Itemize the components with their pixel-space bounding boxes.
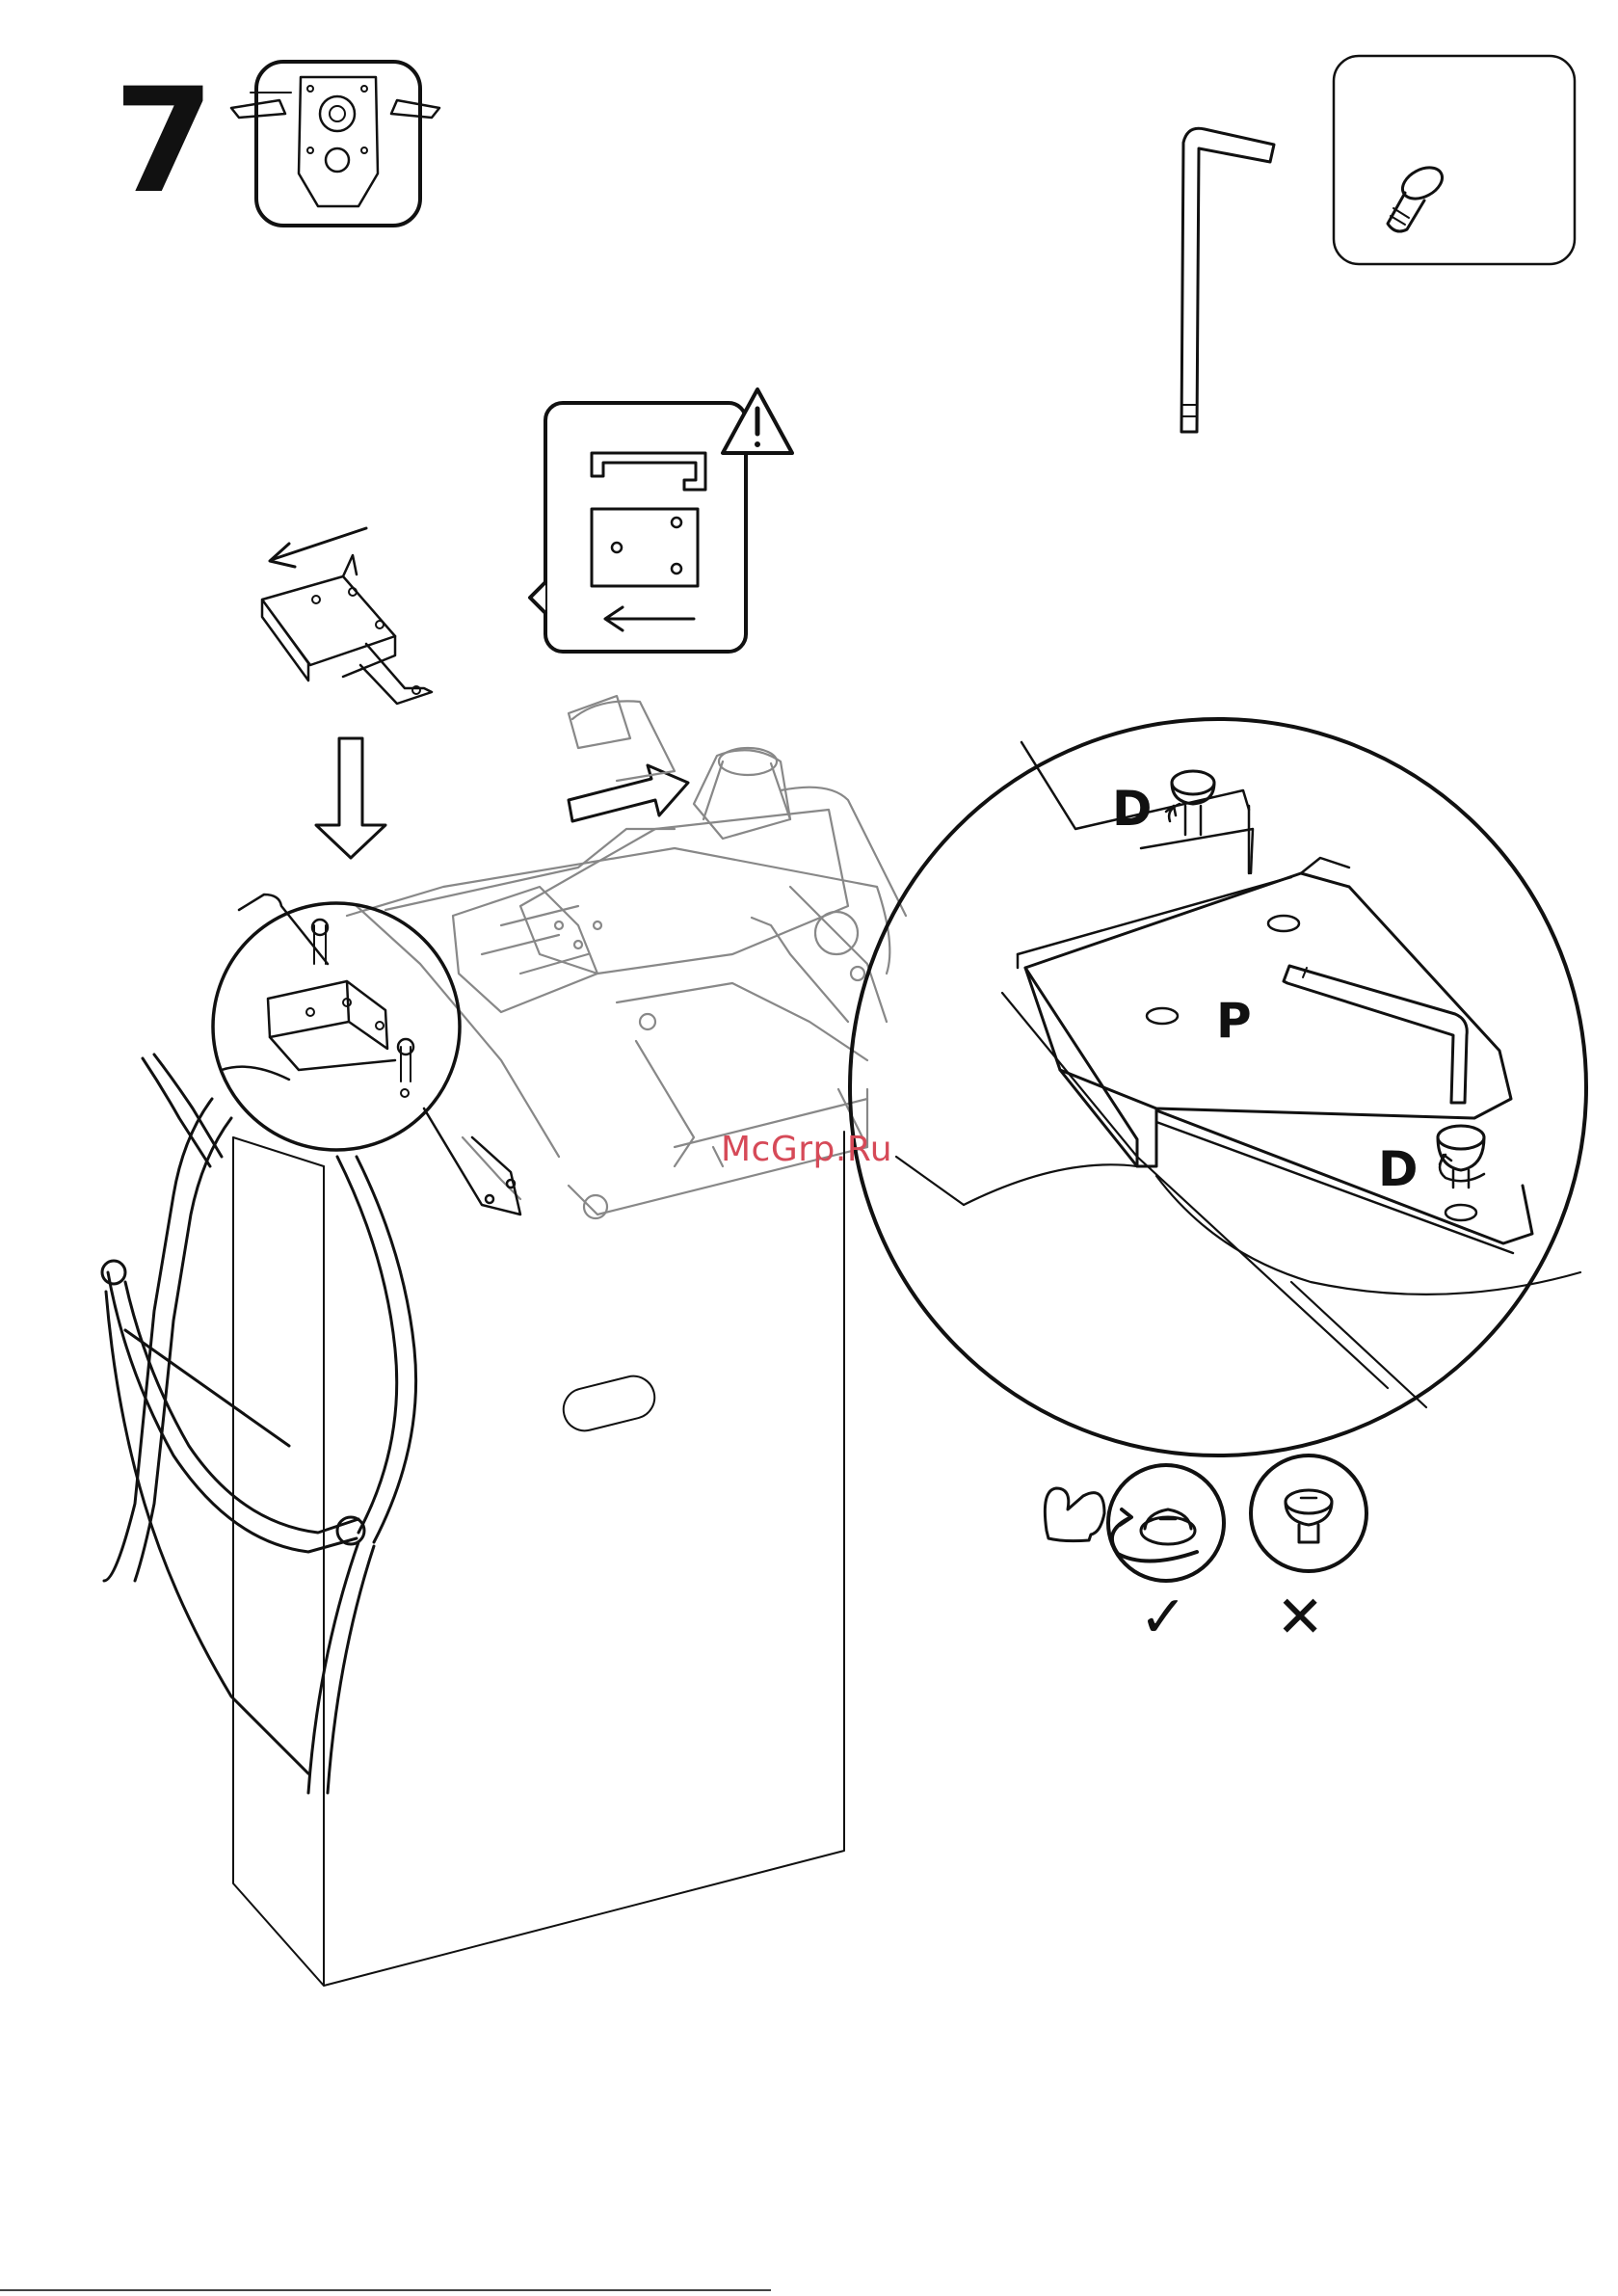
- label-d-bottom: D: [1378, 1141, 1419, 1197]
- bracket-part: [262, 528, 432, 704]
- page-divider: [0, 2289, 771, 2291]
- screw-icon: [1438, 1126, 1484, 1188]
- incorrect-mark: ✕: [1276, 1584, 1324, 1651]
- cardboard-box: [233, 1132, 844, 1986]
- warning-icon: [723, 389, 792, 453]
- screw-icon: [1166, 771, 1214, 835]
- right-arrow-icon: [569, 765, 688, 821]
- tightening-instruction: [1045, 1455, 1366, 1581]
- seat-mechanism-icon: [231, 62, 439, 226]
- bracket-arm: [424, 1108, 520, 1215]
- label-p: P: [1216, 993, 1252, 1049]
- hardware-box: [1334, 56, 1575, 264]
- correct-mark: ✓: [1139, 1584, 1187, 1651]
- down-arrow-icon: [316, 738, 385, 858]
- backrest-frame: [102, 1055, 416, 1793]
- watermark: McGrp.Ru: [721, 1130, 892, 1169]
- detail-large-circle: D P D: [850, 719, 1586, 1455]
- detail-zoom-circle: [213, 894, 460, 1150]
- warning-callout: [530, 384, 792, 652]
- allen-key-icon: [1181, 128, 1274, 432]
- label-d-top: D: [1112, 781, 1153, 837]
- flexed-arm-icon: [1045, 1488, 1104, 1541]
- screw-icon: [1388, 161, 1447, 231]
